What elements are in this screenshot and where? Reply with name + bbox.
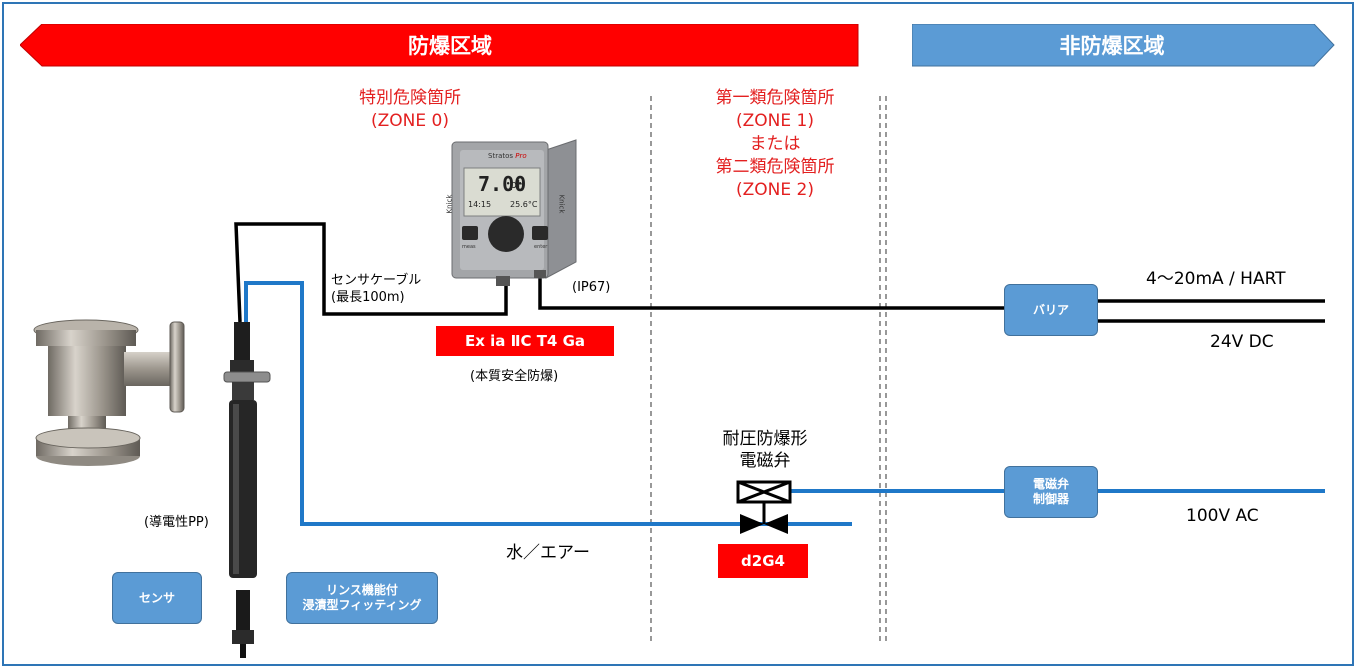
display-reading: 7.00 bbox=[478, 172, 527, 196]
fitting-line1: リンス機能付 bbox=[326, 583, 398, 597]
zone0-code: (ZONE 0) bbox=[371, 111, 449, 131]
solenoid-valve-symbol bbox=[736, 480, 792, 534]
zone1-title: 第一類危険箇所 bbox=[715, 88, 835, 108]
explosion-proof-valve-label: 耐圧防爆形 電磁弁 bbox=[690, 428, 840, 472]
side-logo-right: Knick bbox=[557, 194, 566, 214]
display-time: 14:15 bbox=[468, 200, 492, 209]
barrier-box: バリア bbox=[1004, 284, 1098, 336]
sensor-cable-length: (最長100m) bbox=[331, 290, 405, 305]
non-hazardous-area-label: 非防爆区域 bbox=[1059, 34, 1165, 58]
d2g4-badge: d2G4 bbox=[718, 544, 808, 578]
sensor-cable bbox=[234, 222, 508, 323]
valve-controller-line2: 制御器 bbox=[1032, 492, 1069, 506]
flow-holder-image bbox=[33, 319, 185, 466]
transmitter-output-cable bbox=[538, 270, 1004, 310]
ex-ia-badge: Ex ia ⅡC T4 Ga bbox=[436, 326, 614, 356]
non-hazardous-area-banner bbox=[912, 24, 1335, 67]
transmitter-brand: Stratos Pro bbox=[488, 152, 527, 160]
brand-suffix: Pro bbox=[515, 152, 527, 160]
zone1-code: (ZONE 1) bbox=[736, 111, 814, 131]
brand-name: Stratos bbox=[488, 152, 514, 160]
ac-power-label: 100V AC bbox=[1186, 506, 1259, 526]
zone2-code: (ZONE 2) bbox=[736, 180, 814, 200]
valve-controller-line1: 電磁弁 bbox=[1032, 477, 1069, 491]
intrinsic-safety-label: (本質安全防爆) bbox=[470, 369, 559, 384]
conductive-pp-label: (導電性PP) bbox=[144, 515, 209, 530]
valve-name: 電磁弁 bbox=[739, 451, 791, 471]
valve-type: 耐圧防爆形 bbox=[722, 429, 808, 449]
ip67-label: (IP67) bbox=[572, 280, 611, 295]
zone0-title: 特別危険箇所 bbox=[359, 88, 461, 108]
water-air-pipe bbox=[244, 281, 852, 526]
signal-output-label: 4～20mA / HART bbox=[1146, 269, 1286, 289]
display-temp: 25.6°C bbox=[510, 200, 538, 209]
sensor-box: センサ bbox=[112, 572, 202, 624]
zone0-label: 特別危険箇所 (ZONE 0) bbox=[330, 87, 490, 133]
valve-controller-box: 電磁弁 制御器 bbox=[1004, 466, 1098, 518]
zone-or: または bbox=[749, 134, 801, 154]
button-enter-label: enter bbox=[534, 244, 548, 250]
fitting-line2: 浸漬型フィッティング bbox=[302, 598, 422, 612]
button-meas-label: meas bbox=[462, 244, 476, 250]
hazardous-area-label: 防爆区域 bbox=[408, 34, 492, 58]
sensor-cable-label: センサケーブル (最長100m) bbox=[331, 272, 451, 306]
immersion-sensor-image bbox=[223, 322, 271, 658]
water-air-label: 水／エアー bbox=[506, 543, 590, 563]
hazardous-area-banner bbox=[20, 24, 859, 67]
display-unit: pH bbox=[510, 178, 526, 191]
zone2-title: 第二類危険箇所 bbox=[715, 157, 835, 177]
fitting-box: リンス機能付 浸漬型フィッティング bbox=[286, 572, 438, 624]
zone12-label: 第一類危険箇所 (ZONE 1) または 第二類危険箇所 (ZONE 2) bbox=[690, 87, 860, 202]
side-logo-left: Knick bbox=[445, 194, 454, 214]
dc-power-label: 24V DC bbox=[1210, 332, 1274, 352]
sensor-cable-title: センサケーブル bbox=[331, 273, 422, 288]
transmitter-device bbox=[451, 139, 577, 286]
